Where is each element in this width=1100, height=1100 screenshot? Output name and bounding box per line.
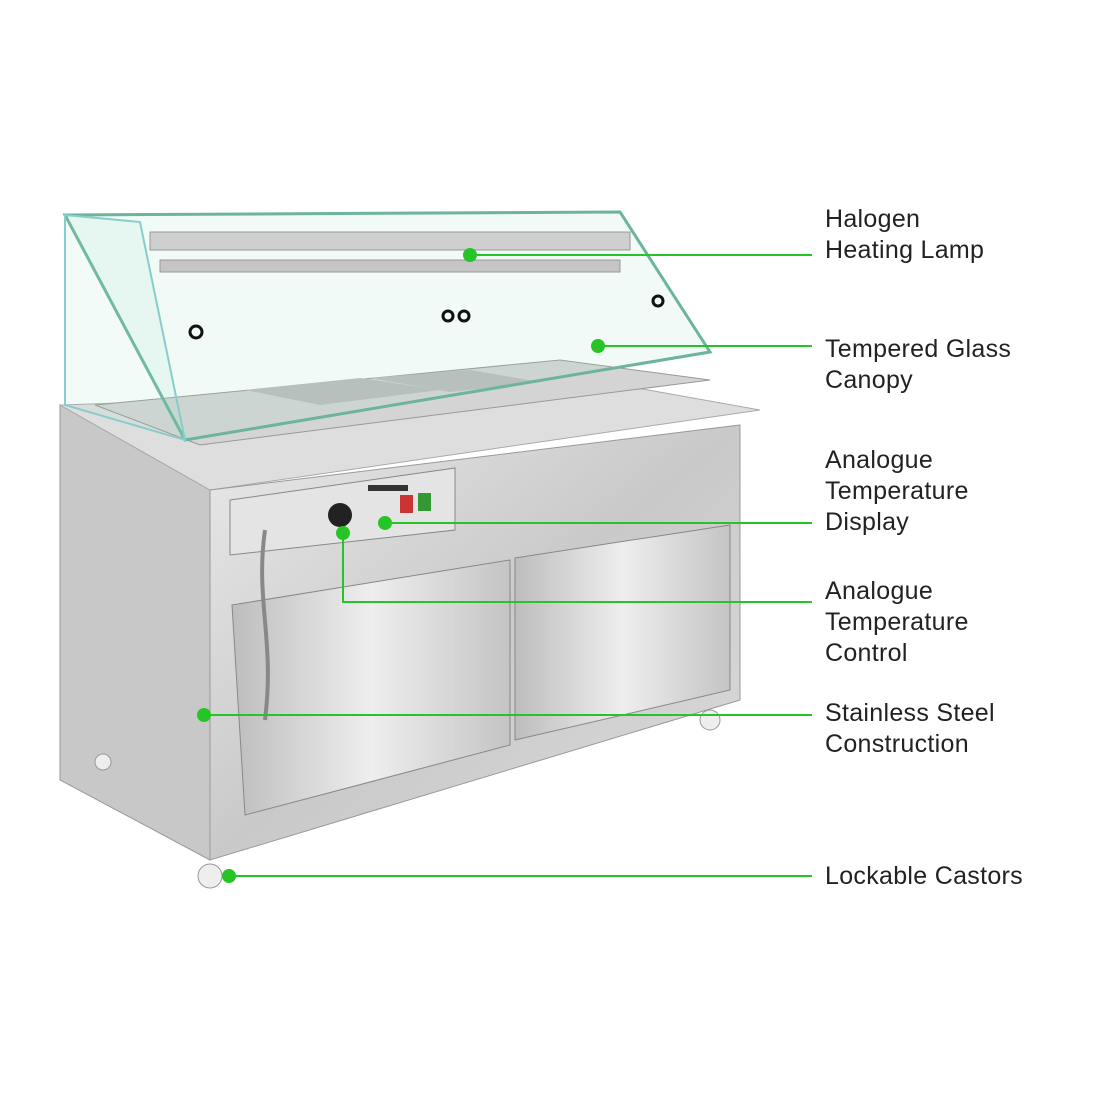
callout-dot-display bbox=[378, 516, 392, 530]
cabinet bbox=[58, 384, 761, 889]
callout-dots bbox=[197, 248, 605, 883]
callout-dot-canopy bbox=[591, 339, 605, 353]
callout-lines bbox=[204, 254, 812, 877]
callout-dot-lamp bbox=[463, 248, 477, 262]
callout-dot-control bbox=[336, 526, 350, 540]
callout-dot-castors bbox=[222, 869, 236, 883]
callout-dot-construction bbox=[197, 708, 211, 722]
glass-canopy bbox=[62, 210, 713, 442]
callout-label-castors: Lockable Castors bbox=[825, 862, 1023, 890]
